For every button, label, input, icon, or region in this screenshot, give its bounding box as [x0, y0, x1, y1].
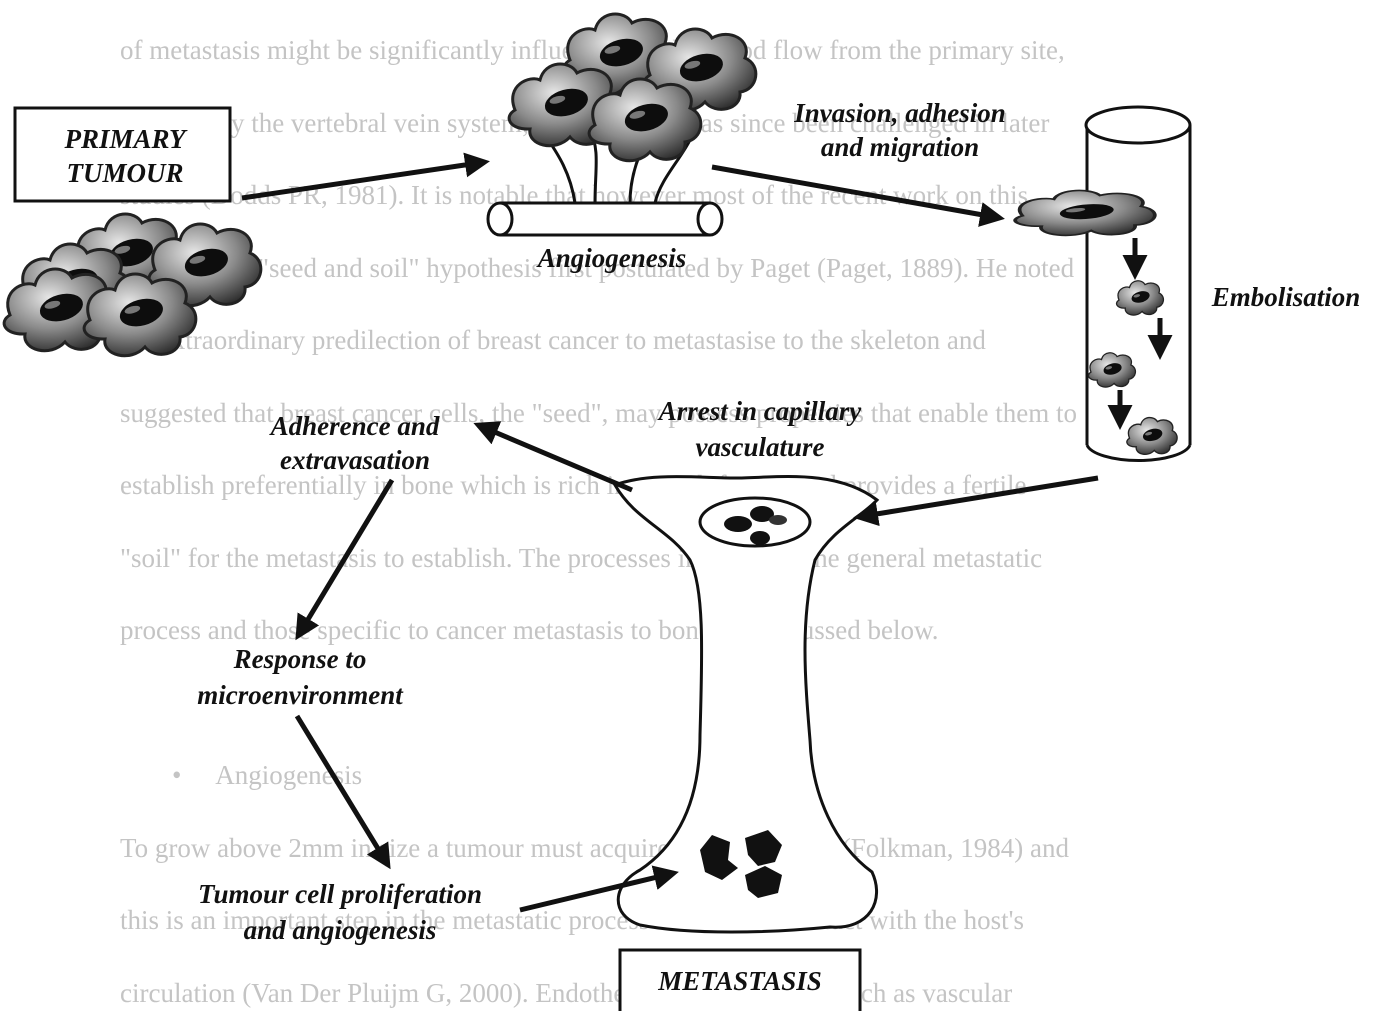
angiogenesis-illustration: Angiogenesis — [488, 14, 756, 273]
primary-tumour-cells — [4, 214, 261, 356]
embolus-cells — [1015, 190, 1177, 454]
arrow-primary-to-angiogenesis — [242, 162, 485, 198]
metastasis-node: METASTASIS — [620, 950, 860, 1011]
arrow-bone-to-adherence — [478, 425, 632, 490]
metastasis-label: METASTASIS — [657, 966, 822, 996]
angiogenesis-label: Angiogenesis — [536, 243, 687, 273]
arrow-adherence-to-response — [298, 480, 392, 636]
arrow-angiogenesis-to-vessel — [712, 167, 1000, 218]
arrow-response-to-proliferation — [297, 716, 388, 865]
arrow-vessel-to-bone — [858, 478, 1098, 517]
bone-structure — [615, 477, 877, 932]
embolisation-label: Embolisation — [1211, 282, 1361, 312]
vessel-cylinder — [1015, 107, 1190, 461]
blood-vessel — [488, 203, 722, 235]
embolisation-arrows — [1120, 238, 1160, 425]
